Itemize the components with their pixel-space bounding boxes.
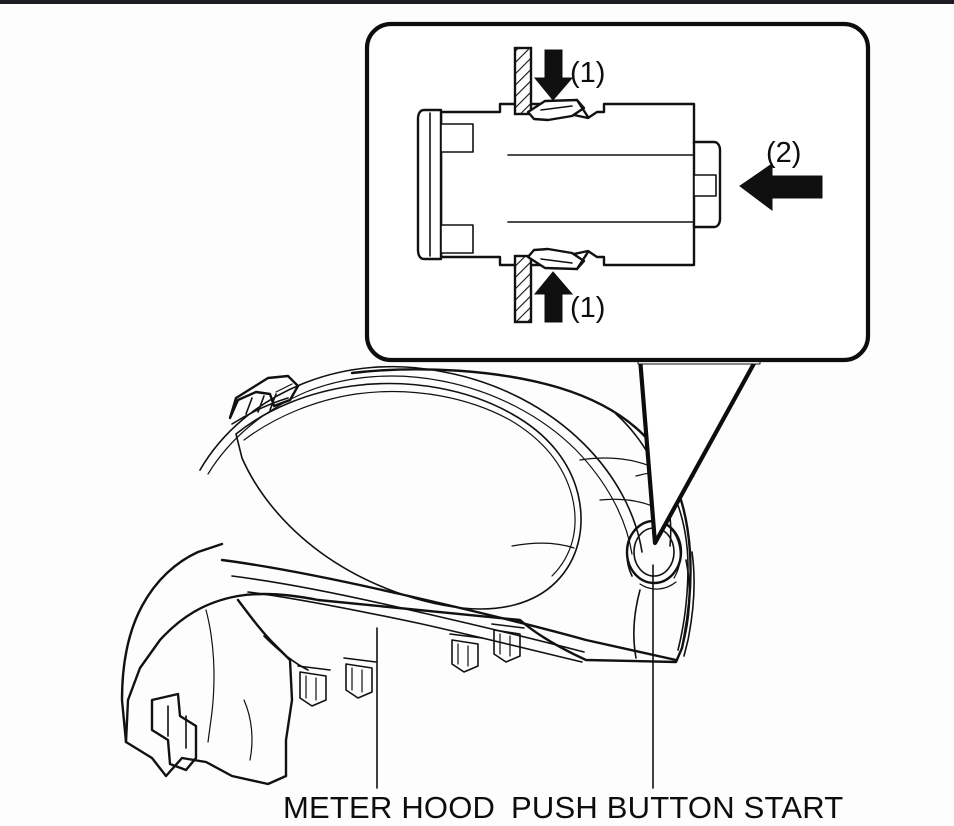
step-label-2: (2) <box>766 137 801 169</box>
callout-tail <box>637 355 761 546</box>
meter-hood-illustration <box>120 365 695 786</box>
hood-top-clip <box>228 374 300 425</box>
arrow-left-step-2 <box>739 163 823 211</box>
arrow-up-step-1 <box>533 271 574 323</box>
arrow-down-step-1 <box>533 49 574 101</box>
part-label-push-button-start: PUSH BUTTON START <box>511 790 843 825</box>
hood-clips <box>297 623 525 707</box>
step-label-1-bottom: (1) <box>570 292 605 324</box>
step-label-1-top: (1) <box>570 57 605 89</box>
top-edge-strip <box>0 0 954 4</box>
part-label-meter-hood: METER HOOD <box>283 790 495 825</box>
push-button-assembly-detail <box>416 46 722 324</box>
